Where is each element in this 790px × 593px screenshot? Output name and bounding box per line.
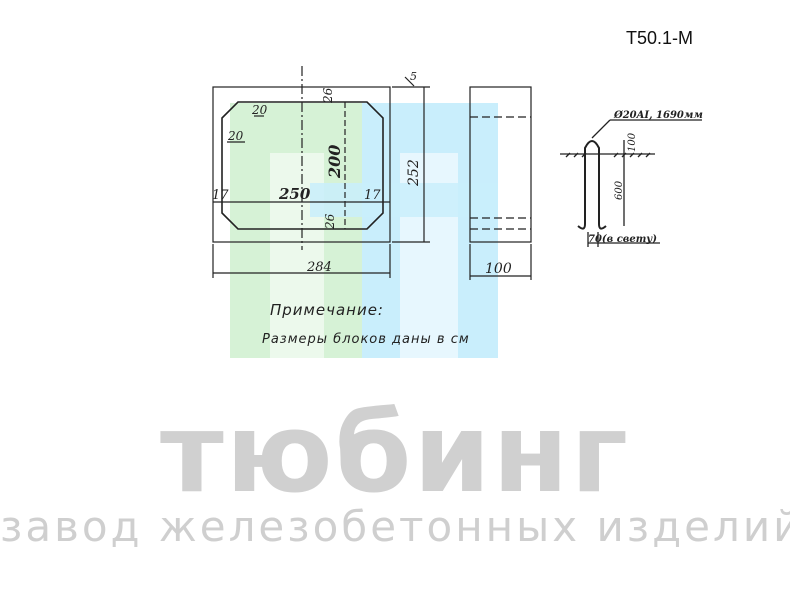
opening-outline <box>221 101 384 230</box>
dim-tick-label: 5 <box>410 70 417 83</box>
dim-side-left-label: 17 <box>212 188 229 203</box>
rebar-loop <box>584 140 600 224</box>
brand-name: тюбинг <box>159 389 631 517</box>
front-view <box>212 66 430 278</box>
side-view <box>469 86 532 280</box>
rebar-dim-length-label: 600 <box>614 180 625 200</box>
technical-drawing: 284 250 17 17 20 20 5 26 26 200 252 100 … <box>212 66 703 358</box>
brand-tagline: завод железобетонных изделий <box>0 502 790 551</box>
rebar-detail <box>560 119 702 247</box>
logo-watermark <box>230 103 498 358</box>
product-code: T50.1-M <box>626 28 694 48</box>
rebar-dim-gap-label: 70(в свету) <box>588 234 657 245</box>
rebar-spec-label: Ø20AI, 1690мм <box>613 110 703 121</box>
dim-side-right-label: 17 <box>364 188 381 203</box>
note-title: Примечание: <box>270 301 384 319</box>
logo-blue-bar <box>310 183 498 217</box>
dim-inner-width-label: 250 <box>278 185 311 203</box>
dim-chamfer-a-label: 20 <box>227 129 244 143</box>
dim-chamfer-b-label: 20 <box>251 103 268 117</box>
dim-bottom-label: 26 <box>323 213 337 230</box>
side-outline <box>469 86 532 243</box>
dim-thickness-label: 100 <box>485 261 512 277</box>
dim-top-label: 26 <box>321 87 335 104</box>
note-text: Размеры блоков даны в см <box>262 332 470 347</box>
dim-inner-height-label: 200 <box>325 145 344 179</box>
dim-height-label: 252 <box>406 159 422 187</box>
dim-width-label: 284 <box>306 260 332 275</box>
rebar-dim-top-label: 100 <box>627 132 638 152</box>
